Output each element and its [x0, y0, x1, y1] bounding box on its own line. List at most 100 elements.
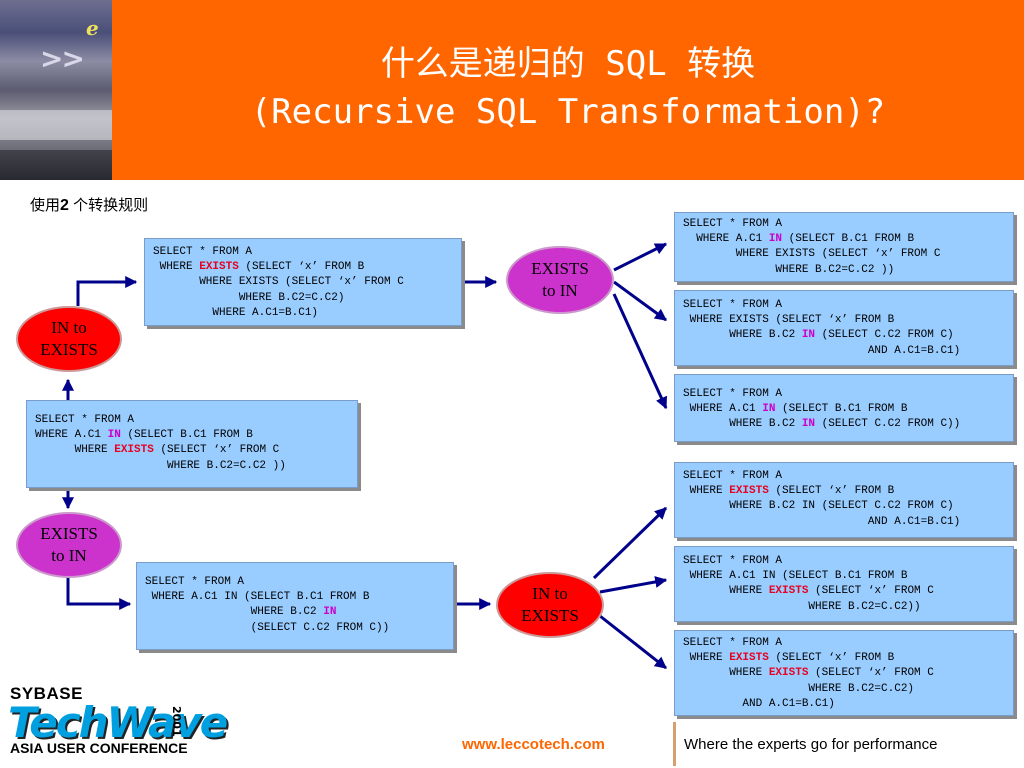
sql-keyword: IN	[801, 329, 816, 342]
sql-text: WHERE EXISTS (SELECT ‘x’ FROM B	[683, 314, 895, 327]
sql-line: WHERE EXISTS (SELECT ‘x’ FROM C	[683, 666, 1005, 681]
arrow-in-exists-to-r4	[592, 506, 668, 580]
sql-text: WHERE A.C1	[683, 403, 763, 416]
arrow-in-exists-to-r5	[599, 576, 668, 594]
sql-line: WHERE B.C2 IN (SELECT C.C2 FROM C)	[683, 499, 1005, 514]
logo-conference-text: ASIA USER CONFERENCE	[10, 740, 188, 756]
sql-line: WHERE A.C1 IN (SELECT B.C1 FROM B	[145, 590, 445, 605]
sql-keyword: IN	[768, 233, 783, 246]
slide-header: e >> 什么是递归的 SQL 转换 (Recursive SQL Transf…	[0, 0, 1024, 180]
sql-keyword: IN	[107, 429, 121, 442]
oval-exists-to-in-top-label: EXISTS to IN	[531, 259, 589, 300]
sql-text: WHERE B.C2	[683, 418, 802, 431]
sql-line: SELECT * FROM A	[35, 413, 349, 428]
title-line-1: 什么是递归的 SQL 转换	[380, 44, 756, 84]
sql-line: AND A.C1=B.C1)	[683, 344, 1005, 359]
sql-text: WHERE A.C1	[683, 233, 769, 246]
sql-keyword: EXISTS	[729, 485, 769, 498]
sql-line: WHERE B.C2 IN (SELECT C.C2 FROM C))	[683, 417, 1005, 432]
arrow-exists-in-to-r2	[613, 280, 667, 322]
sql-line: SELECT * FROM A	[683, 298, 1005, 313]
sql-text: WHERE EXISTS (SELECT ‘x’ FROM C	[153, 276, 404, 289]
sql-keyword: IN	[323, 606, 337, 619]
sql-text: (SELECT C.C2 FROM C)	[815, 329, 954, 342]
sql-text: WHERE	[35, 444, 115, 457]
sql-line: WHERE EXISTS (SELECT ‘x’ FROM C	[683, 584, 1005, 599]
sql-box-lower-middle: SELECT * FROM A WHERE A.C1 IN (SELECT B.…	[136, 562, 454, 650]
sql-line: SELECT * FROM A	[683, 469, 1005, 484]
sql-box-result-6: SELECT * FROM A WHERE EXISTS (SELECT ‘x’…	[674, 630, 1014, 716]
sql-line: WHERE A.C1 IN (SELECT B.C1 FROM B	[683, 569, 1005, 584]
sql-box-result-1: SELECT * FROM A WHERE A.C1 IN (SELECT B.…	[674, 212, 1014, 282]
sql-text: AND A.C1=B.C1)	[683, 515, 961, 528]
sql-text: SELECT * FROM A	[683, 637, 783, 649]
sql-text: WHERE	[683, 667, 769, 680]
photo-shadow	[0, 150, 112, 180]
sql-text: (SELECT C.C2 FROM C))	[815, 418, 961, 431]
sql-keyword: IN	[801, 418, 816, 431]
sql-line: WHERE B.C2=C.C2 ))	[35, 459, 349, 474]
sql-line: (SELECT C.C2 FROM C))	[145, 621, 445, 636]
sql-text: SELECT * FROM A	[683, 470, 783, 482]
sql-line: WHERE EXISTS (SELECT ‘x’ FROM C	[683, 247, 1005, 262]
sql-text: WHERE A.C1 IN (SELECT B.C1 FROM B	[145, 591, 370, 604]
sql-line: AND A.C1=B.C1)	[683, 697, 1005, 712]
sql-text: WHERE B.C2=C.C2 ))	[35, 459, 286, 472]
logo-year-text: 2001	[170, 706, 183, 737]
sql-keyword: EXISTS	[199, 261, 239, 274]
sql-line: SELECT * FROM A	[153, 245, 453, 260]
sql-keyword: EXISTS	[729, 652, 769, 665]
sql-line: SELECT * FROM A	[683, 387, 1005, 402]
sql-text: (SELECT ‘x’ FROM B	[768, 485, 895, 498]
sql-text: WHERE	[683, 485, 730, 498]
oval-in-to-exists-bottom: IN to EXISTS	[496, 572, 604, 638]
sql-text: WHERE	[153, 261, 200, 274]
sql-line: WHERE A.C1=B.C1)	[153, 306, 453, 321]
subtitle-suffix: 个转换规则	[68, 197, 149, 214]
sql-text: WHERE B.C2	[683, 329, 802, 342]
sql-text: (SELECT ‘x’ FROM C	[808, 667, 934, 680]
logo-sybase-text: SYBASE	[10, 684, 83, 703]
footer-url-link[interactable]: www.leccotech.com	[462, 736, 605, 753]
sql-box-result-4: SELECT * FROM A WHERE EXISTS (SELECT ‘x’…	[674, 462, 1014, 538]
oval-exists-to-in-bottom: EXISTS to IN	[16, 512, 122, 578]
sql-text: WHERE	[683, 585, 769, 598]
sql-line: WHERE EXISTS (SELECT ‘x’ FROM B	[683, 651, 1005, 666]
sql-text: (SELECT B.C1 FROM B	[782, 233, 915, 246]
sql-keyword: IN	[762, 403, 776, 416]
sql-text: (SELECT ‘x’ FROM B	[768, 652, 895, 665]
photo-e-glyph: e	[86, 16, 99, 40]
sql-line: WHERE B.C2=C.C2)	[153, 291, 453, 306]
sql-text: SELECT * FROM A	[683, 388, 783, 400]
sql-text: WHERE A.C1 IN (SELECT B.C1 FROM B	[683, 570, 908, 583]
sql-text: (SELECT B.C1 FROM B	[775, 403, 908, 416]
sql-text: WHERE	[683, 652, 730, 665]
sql-text: WHERE EXISTS (SELECT ‘x’ FROM C	[683, 248, 941, 261]
oval-in-to-exists-top: IN to EXISTS	[16, 306, 122, 372]
sql-line: WHERE B.C2 IN	[145, 605, 445, 620]
sql-line: WHERE A.C1 IN (SELECT B.C1 FROM B	[35, 428, 349, 443]
sql-text: (SELECT ‘x’ FROM C	[153, 444, 280, 457]
title-line-2: (Recursive SQL Transformation)?	[250, 92, 886, 132]
sql-line: WHERE B.C2 IN (SELECT C.C2 FROM C)	[683, 328, 1005, 343]
sql-line: WHERE EXISTS (SELECT ‘x’ FROM B	[683, 484, 1005, 499]
sql-text: AND A.C1=B.C1)	[683, 344, 961, 357]
slide-title: 什么是递归的 SQL 转换 (Recursive SQL Transformat…	[112, 40, 1024, 136]
sql-line: AND A.C1=B.C1)	[683, 515, 1005, 530]
oval-in-to-exists-bottom-label: IN to EXISTS	[521, 584, 579, 625]
sql-line: WHERE EXISTS (SELECT ‘x’ FROM B	[153, 260, 453, 275]
sql-text: (SELECT B.C1 FROM B	[120, 429, 253, 442]
sql-line: WHERE EXISTS (SELECT ‘x’ FROM C	[35, 443, 349, 458]
arrow-exists-in-to-r1	[613, 242, 668, 272]
sql-text: (SELECT ‘x’ FROM C	[808, 585, 934, 598]
sql-line: WHERE B.C2=C.C2)	[683, 682, 1005, 697]
arrow-exists-in-to-lower-box	[66, 574, 132, 610]
sql-text: WHERE B.C2=C.C2 ))	[683, 263, 895, 276]
header-photo: e >>	[0, 0, 112, 180]
subtitle-number: 2	[60, 197, 69, 214]
sql-line: WHERE EXISTS (SELECT ‘x’ FROM C	[153, 275, 453, 290]
sql-text: (SELECT C.C2 FROM C))	[145, 621, 390, 634]
arrow-exists-in-to-r3	[612, 293, 668, 410]
sql-text: SELECT * FROM A	[683, 299, 783, 311]
